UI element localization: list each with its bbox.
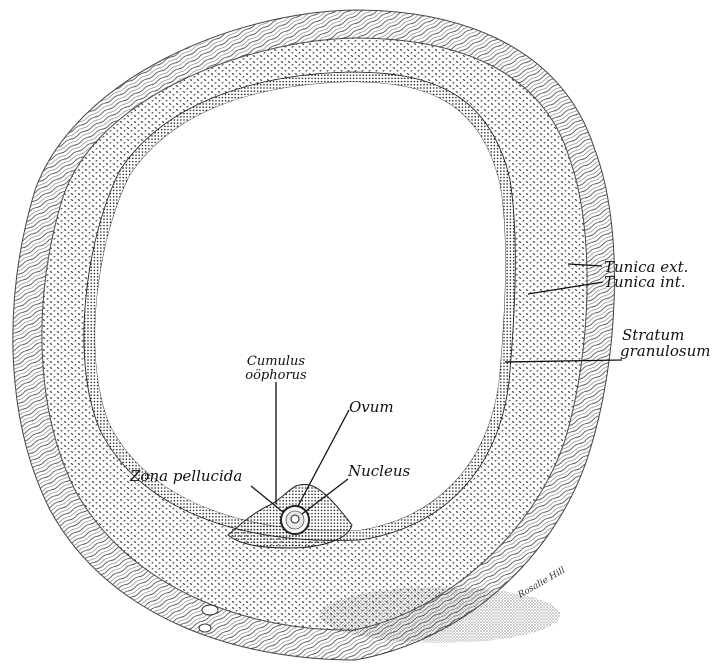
artist-signature: Rosalie Hill bbox=[516, 566, 568, 602]
label-zona-pellucida: Zona pellucida bbox=[129, 467, 242, 485]
label-cumulus-2: oöphorus bbox=[245, 368, 307, 383]
vessel-2 bbox=[199, 624, 211, 632]
label-ovum: Ovum bbox=[349, 398, 394, 416]
label-stratum-2: granulosum bbox=[620, 342, 710, 360]
nucleus bbox=[291, 515, 299, 523]
label-cumulus-1: Cumulus bbox=[247, 354, 306, 369]
label-tunica-int: Tunica int. bbox=[604, 273, 686, 291]
label-nucleus: Nucleus bbox=[347, 462, 411, 480]
vessel-1 bbox=[202, 605, 218, 615]
follicular-antrum bbox=[95, 82, 505, 530]
